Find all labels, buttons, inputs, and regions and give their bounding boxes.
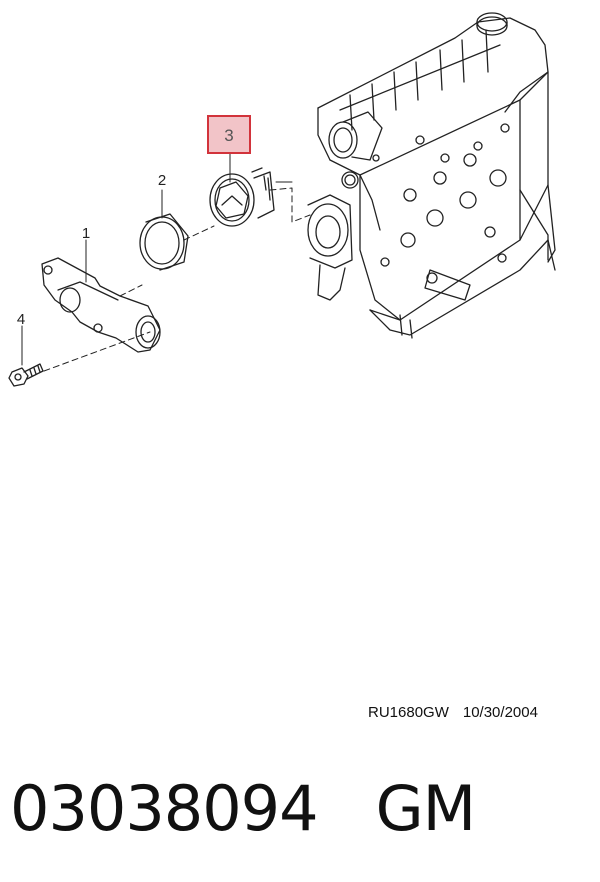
- drawing-code: RU1680GW: [368, 704, 449, 721]
- drawing-date: 10/30/2004: [462, 704, 538, 721]
- leader-lines: [21, 152, 231, 366]
- gasket[interactable]: [139, 213, 189, 271]
- part-number: 03038094: [10, 772, 319, 845]
- bolt[interactable]: [8, 363, 44, 387]
- drawing-reference: RU1680GW 10/30/2004: [368, 704, 552, 721]
- part-brand: GM: [375, 772, 477, 845]
- callout-3[interactable]: 3: [224, 126, 233, 145]
- callout-1[interactable]: 1: [82, 225, 90, 242]
- thermostat[interactable]: [209, 167, 275, 227]
- parts-diagram: 3 2 1 4: [8, 12, 556, 387]
- part-line: 03038094 GM: [10, 772, 533, 845]
- engine-block: [307, 12, 556, 339]
- alignment-lines: [43, 187, 311, 372]
- callout-4[interactable]: 4: [17, 311, 25, 328]
- water-outlet[interactable]: [41, 257, 161, 353]
- callout-3-highlight: [207, 115, 251, 154]
- callout-2[interactable]: 2: [158, 172, 166, 189]
